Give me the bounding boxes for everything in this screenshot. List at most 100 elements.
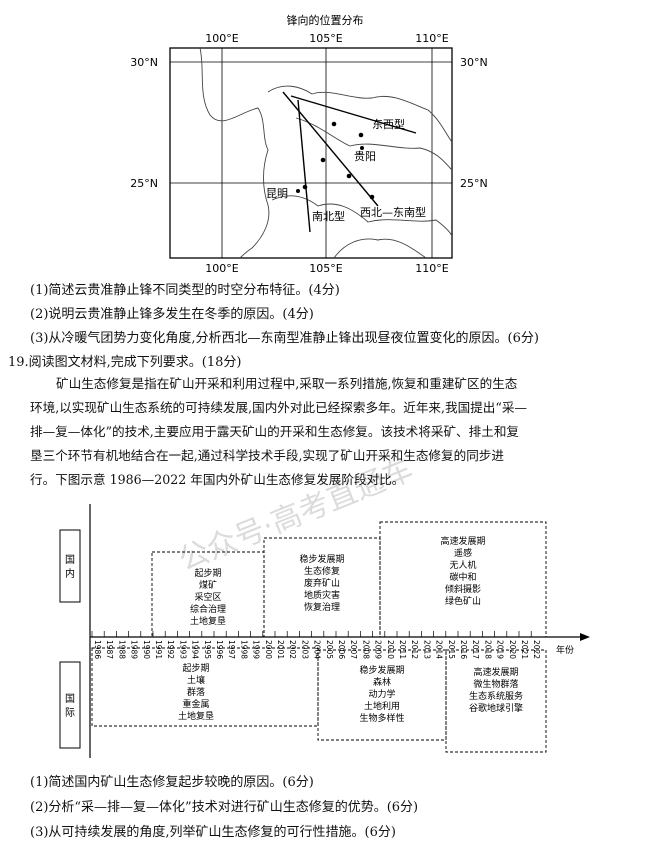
year-label: 2003 <box>300 640 309 659</box>
year-label: 1986 <box>93 640 102 659</box>
year-label: 1997 <box>227 640 236 659</box>
intl-stage-steady-text: 稳步发展期 <box>359 664 404 676</box>
timeline-arrow-icon <box>580 633 590 641</box>
intl-stage-steady-text: 生物多样性 <box>359 712 404 724</box>
map-lat-right-1: 30°N <box>460 56 488 69</box>
map-lon-top-1: 100°E <box>205 32 238 45</box>
year-label: 1992 <box>166 640 175 659</box>
map-boundary-west <box>199 47 270 259</box>
map-lat-right-2: 25°N <box>460 177 488 190</box>
intl-stage-steady-box <box>317 649 447 741</box>
year-label: 2002 <box>288 640 297 659</box>
kunming-dot <box>296 189 300 193</box>
domestic-stage-rapid-text: 倾斜摄影 <box>445 583 481 595</box>
domestic-stage-steady-text: 生态修复 <box>304 565 340 577</box>
q19-item-2: (2)分析“采—排—复—体化”技术对进行矿山生态修复的优势。(6分) <box>30 800 419 815</box>
year-label: 2001 <box>276 640 285 659</box>
intl-stage-rapid-text: 高速发展期 <box>473 666 518 678</box>
domestic-stage-start-text: 起步期 <box>194 568 221 579</box>
year-label: 1999 <box>252 640 261 659</box>
front-dot-2 <box>358 132 364 138</box>
year-label: 2000 <box>264 640 273 659</box>
year-label: 2017 <box>471 640 480 659</box>
front-dot-3 <box>320 157 326 163</box>
domestic-stage-rapid-text: 遥感 <box>454 547 472 559</box>
stage-text: 起步期煤矿采空区综合治理土地复垦稳步发展期生态修复废弃矿山地质灾害恢复治理高速发… <box>178 535 523 724</box>
intl-stage-steady-text: 动力学 <box>368 688 395 700</box>
front-dot-5 <box>369 194 375 200</box>
year-unit-label: 年份 <box>556 644 574 656</box>
intl-stage-rapid-box <box>445 649 547 753</box>
intl-stage-start-text: 起步期 <box>182 663 209 674</box>
intl-stage-start-text: 土地复垦 <box>178 710 214 722</box>
year-label: 2021 <box>520 640 529 659</box>
q18-item-1: (1)简述云贵准静止锋不同类型的时空分布特征。(4分) <box>30 283 340 298</box>
year-label: 1998 <box>239 640 248 659</box>
map-lon-top-3: 110°E <box>415 32 448 45</box>
year-label: 2019 <box>496 640 505 659</box>
domestic-stage-start-text: 采空区 <box>194 591 221 603</box>
q19-passage: 矿山生态修复是指在矿山开采和利用过程中,采取一系列措施,恢复和重建矿区的生态 环… <box>30 372 630 492</box>
domestic-stage-steady-text: 废弃矿山 <box>304 577 340 589</box>
year-label: 1989 <box>130 640 139 659</box>
front-dot-4 <box>346 173 352 179</box>
passage-line: 排—复—体化”的技术,主要应用于露天矿山的开采和生态修复。该技术将采矿、排土和复 <box>30 424 520 439</box>
year-label: 1996 <box>215 640 224 659</box>
intl-stage-start-box <box>91 647 319 727</box>
label-xibei: 西北—东南型 <box>360 205 426 219</box>
q19-item-1: (1)简述国内矿山生态修复起步较晚的原因。(6分) <box>30 775 314 790</box>
passage-line: 矿山生态修复是指在矿山开采和利用过程中,采取一系列措施,恢复和重建矿区的生态 <box>56 376 518 391</box>
front-position-map: 锋向的位置分布 100°E 105°E 110°E 100°E 105°E 11… <box>130 13 488 275</box>
label-guiyang: 贵阳 <box>354 150 376 163</box>
passage-line: 行。下图示意 1986—2022 年国内外矿山生态修复发展阶段对比。 <box>30 472 405 487</box>
q19-header: 19.阅读图文材料,完成下列要求。(18分) <box>8 355 242 370</box>
front-line-north-south <box>297 99 311 233</box>
intl-stage-rapid-text: 生态系统服务 <box>469 690 523 702</box>
domestic-stage-rapid-text: 高速发展期 <box>440 535 485 547</box>
domestic-stage-steady-text: 恢复治理 <box>304 601 340 613</box>
domestic-stage-steady-text: 地质灾害 <box>304 589 340 601</box>
domestic-stage-start-text: 煤矿 <box>199 579 217 591</box>
q19-item-3: (3)从可持续发展的角度,列举矿山生态修复的可行性措施。(6分) <box>30 825 396 840</box>
year-label: 2004 <box>313 640 322 659</box>
passage-line: 垦三个环节有机地结合在一起,通过科学技术手段,实现了矿山开采和生态修复的同步进 <box>30 448 504 463</box>
year-label: 1991 <box>154 640 163 659</box>
map-lon-top-2: 105°E <box>309 32 342 45</box>
year-label: 1993 <box>178 640 187 659</box>
map-title: 锋向的位置分布 <box>287 13 364 27</box>
front-dot-6 <box>302 184 308 190</box>
intl-stage-steady-text: 森林 <box>373 676 391 688</box>
domestic-stage-start-text: 综合治理 <box>190 603 226 615</box>
domestic-stage-rapid-text: 碳中和 <box>449 571 476 583</box>
map-lon-bottom-1: 100°E <box>205 262 238 275</box>
intl-stage-rapid-text: 微生物群落 <box>473 678 518 690</box>
front-line-nw-se <box>282 91 379 207</box>
domestic-stage-start-box <box>151 551 265 638</box>
intl-stage-start-text: 土壤 <box>187 674 205 686</box>
map-lon-bottom-2: 105°E <box>309 262 342 275</box>
guiyang-dot <box>360 146 364 150</box>
label-dongxi: 东西型 <box>372 117 405 131</box>
map-boundary-coast <box>333 238 427 259</box>
front-dot-1 <box>331 121 337 127</box>
intl-label-box <box>59 661 81 749</box>
map-boundary-guizhou <box>295 117 453 171</box>
map-frame <box>169 47 453 259</box>
domestic-stage-start-text: 土地复垦 <box>190 615 226 627</box>
domestic-stage-steady-text: 稳步发展期 <box>299 553 344 565</box>
intl-stage-start-text: 群落 <box>187 686 205 698</box>
map-lat-left-2: 25°N <box>130 177 158 190</box>
intl-stage-steady-text: 土地利用 <box>364 700 400 712</box>
domestic-label-box <box>59 529 81 603</box>
label-nanbei: 南北型 <box>312 209 345 223</box>
year-label: 1988 <box>117 640 126 659</box>
year-label: 2011 <box>398 640 407 659</box>
map-lat-left-1: 30°N <box>130 56 158 69</box>
label-kunming: 昆明 <box>266 187 288 200</box>
year-label: 2013 <box>422 640 431 659</box>
domestic-stage-rapid-text: 绿色矿山 <box>445 595 481 607</box>
intl-label: 国际 <box>65 693 75 719</box>
q18-item-3: (3)从冷暖气团势力变化角度,分析西北—东南型准静止锋出现昼夜位置变化的原因。(… <box>30 331 539 346</box>
